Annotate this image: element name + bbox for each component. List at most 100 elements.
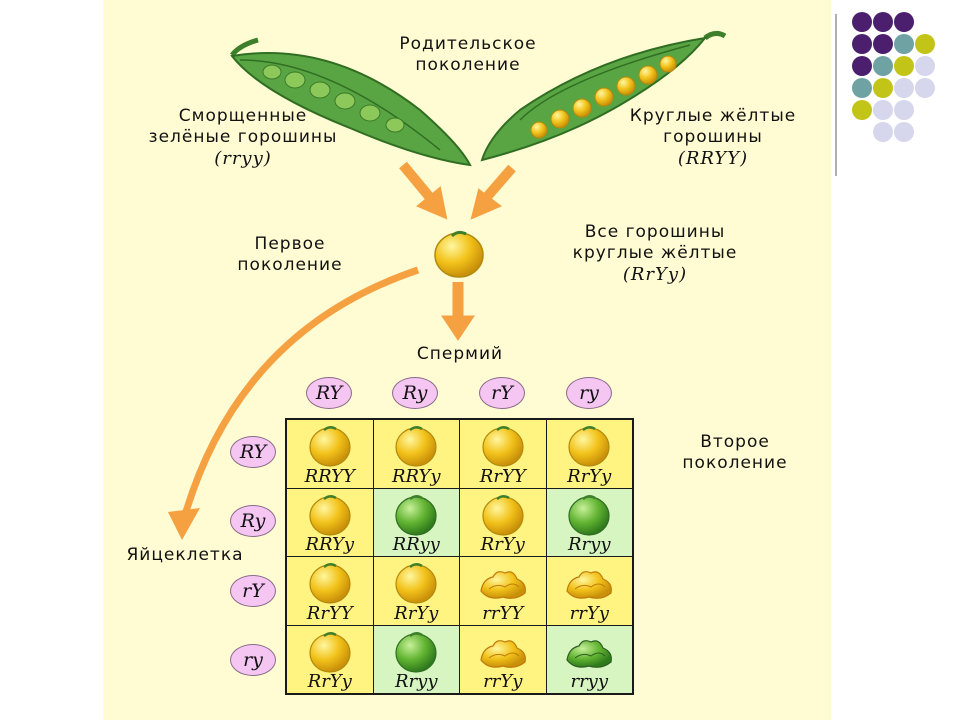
down-arrow-icon [441,282,475,341]
genotype-label: RrYY [306,602,353,624]
genotype-label: RRyy [392,534,440,555]
round-yellow-pea-icon [482,494,524,536]
punnett-cell: rrYy [546,557,632,625]
label-line: Первое [254,234,326,254]
round-yellow-pea-icon [482,426,524,467]
punnett-cell: Rryy [546,488,632,556]
genotype-label: RRYy [305,534,355,555]
decorative-dot [852,34,872,54]
genotype-label: Rryy [568,534,611,555]
wrinkled-yellow-pea-icon [566,571,613,599]
punnett-cell: RRYy [287,488,373,556]
genotype-label: (RRYY) [677,148,749,169]
punnett-cell: RrYy [287,625,373,693]
punnett-cell: RRYY [287,420,373,488]
round-yellow-pea-icon [309,426,351,467]
punnett-cell: RrYY [460,420,546,488]
round-yellow-pea-icon [309,563,351,604]
genotype-label: RRYY [304,465,355,487]
cross-arrow-right-icon [470,164,516,220]
genotype-label: rryy [570,671,609,692]
label-line: поколение [682,453,788,473]
decorative-dot [873,78,893,98]
round-green-pea-icon [395,631,437,673]
green-pod-icon [230,37,472,167]
wrinkled-yellow-pea-icon [480,639,526,668]
round-yellow-pea-icon [568,426,610,467]
first-generation-label: Первое поколение [215,234,365,276]
decorative-dot [852,12,872,32]
decorative-dot [894,56,914,76]
round-yellow-pea-icon [395,426,437,467]
egg-label: Яйцеклетка [126,545,244,565]
decorative-dot [852,56,872,76]
all-round-yellow-label: Все горошины круглые жёлтые (RrYy) [540,222,770,285]
divider-line [835,14,837,176]
wrinkled-green-pea-icon [566,639,613,668]
decorative-dot [915,34,935,54]
label-line: поколение [415,55,521,75]
punnett-cell: RRyy [373,488,459,556]
genotype-label: RrYy [394,602,439,624]
punnett-cell: rrYy [460,625,546,693]
genotype-label: RRYy [391,465,441,487]
decorative-dot [873,56,893,76]
parental-generation-label: Родительское поколение [368,34,568,76]
genotype-label: rrYY [482,602,524,624]
decorative-dot [894,34,914,54]
egg-gamete: Ry [230,505,276,537]
genotype-label: rrYy [483,671,523,692]
label-line: Все горошины [584,222,726,242]
punnett-cell: rrYY [460,557,546,625]
round-yellow-pea-icon [309,631,351,673]
genotype-label: rrYy [569,602,609,624]
decorative-dot [873,122,893,142]
round-green-pea-icon [395,494,437,536]
decorative-dot [873,34,893,54]
decorative-dot [894,78,914,98]
round-yellow-pea-icon [395,563,437,604]
curved-arrow-icon [168,266,420,540]
sperm-gamete: rY [479,377,525,409]
decorative-dot [873,12,893,32]
round-green-pea-icon [568,494,610,536]
second-generation-label: Второе поколение [660,432,810,474]
wrinkled-green-label: Сморщенные зелёные горошины (rryy) [108,106,378,169]
label-line: Родительское [399,34,537,54]
decorative-dot [852,100,872,120]
punnett-cell: RrYY [287,557,373,625]
decorative-dot [915,56,935,76]
label-line: Круглые жёлтые [629,106,797,126]
genotype-label: (RrYy) [622,264,688,285]
sperm-gamete: RY [306,377,352,409]
punnett-cell: RrYy [373,557,459,625]
genotype-label: RrYy [480,534,525,555]
label-line: зелёные горошины [148,127,338,147]
round-yellow-label: Круглые жёлтые горошины (RRYY) [600,106,826,169]
decorative-dot [894,122,914,142]
wrinkled-yellow-pea-icon [480,571,526,599]
egg-gamete: RY [230,436,276,468]
decorative-dot [894,100,914,120]
sperm-gamete: ry [566,377,612,409]
punnett-cell: Rryy [373,625,459,693]
punnett-cell: RRYy [373,420,459,488]
decorative-dot [852,78,872,98]
genotype-label: RrYy [567,465,612,487]
genotype-label: Rryy [395,671,438,692]
yellow-pea-pod-icon [480,30,727,162]
sperm-gamete: Ry [392,377,438,409]
f1-yellow-pea-icon [434,230,484,278]
decorative-dot [873,100,893,120]
cross-arrow-left-icon [399,161,448,220]
label-line: поколение [237,255,343,275]
genotype-label: (rryy) [214,148,272,169]
punnett-cell: RrYy [460,488,546,556]
sperm-label: Спермий [416,344,504,364]
label-line: горошины [663,127,763,147]
punnett-cell: RrYy [546,420,632,488]
egg-gamete: rY [230,575,276,607]
genotype-label: RrYy [307,671,352,692]
